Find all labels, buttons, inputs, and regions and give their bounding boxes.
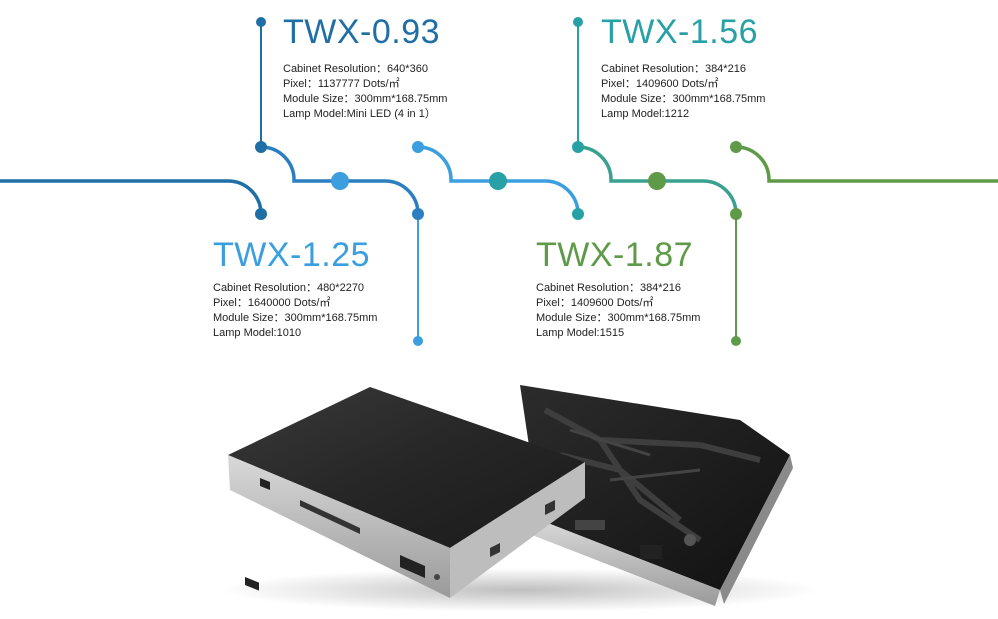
junction-node-3 xyxy=(648,172,666,190)
spec-list: Cabinet Resolution：480*2270 Pixel：164000… xyxy=(213,281,377,341)
stem-dot-187 xyxy=(730,208,742,220)
arc-end-dot-1 xyxy=(255,208,267,220)
cabinet-rear xyxy=(520,385,793,606)
main-line xyxy=(0,145,998,216)
spec-cabinet-resolution: Cabinet Resolution：480*2270 xyxy=(213,282,365,294)
arc-end-dot-2 xyxy=(412,141,424,153)
spec-pixel: Pixel：1409600 Dots/㎡ xyxy=(601,78,719,90)
model-twx-156: TWX-1.56 Cabinet Resolution：384*216 Pixe… xyxy=(601,12,765,122)
cabinet-front xyxy=(228,387,585,598)
stem-top-dot-156 xyxy=(573,17,583,27)
spec-pixel: Pixel：1409600 Dots/㎡ xyxy=(536,297,654,309)
spec-cabinet-resolution: Cabinet Resolution：384*216 xyxy=(601,63,746,75)
model-title: TWX-1.25 xyxy=(213,236,371,274)
model-title: TWX-0.93 xyxy=(283,13,441,51)
spec-list: Cabinet Resolution：384*216 Pixel：1409600… xyxy=(536,281,700,341)
spec-lamp-model: Lamp Model:1010 xyxy=(213,327,302,339)
model-twx-187: TWX-1.87 Cabinet Resolution：384*216 Pixe… xyxy=(536,235,700,341)
junction-node-1 xyxy=(331,172,349,190)
model-twx-093: TWX-0.93 Cabinet Resolution：640*360 Pixe… xyxy=(283,12,447,122)
spec-lamp-model: Lamp Model:1212 xyxy=(601,108,690,120)
stem-dot-156 xyxy=(572,141,584,153)
stem-dot-125 xyxy=(412,208,424,220)
spec-module-size: Module Size：300mm*168.75mm xyxy=(283,93,448,105)
spec-pixel: Pixel：1640000 Dots/㎡ xyxy=(213,297,331,309)
stem-bottom-dot-125 xyxy=(413,336,423,346)
spec-lamp-model: Lamp Model:1515 xyxy=(536,327,625,339)
stem-dot-093 xyxy=(255,141,267,153)
model-title: TWX-1.87 xyxy=(536,236,694,274)
spec-list: Cabinet Resolution：384*216 Pixel：1409600… xyxy=(601,62,765,122)
spec-cabinet-resolution: Cabinet Resolution：384*216 xyxy=(536,282,681,294)
spec-list: Cabinet Resolution：640*360 Pixel：1137777… xyxy=(283,62,447,122)
stem-top-dot-093 xyxy=(256,17,266,27)
arc-end-dot-4 xyxy=(730,141,742,153)
stems xyxy=(260,22,737,341)
stem-bottom-dot-187 xyxy=(731,336,741,346)
spec-module-size: Module Size：300mm*168.75mm xyxy=(536,312,701,324)
spec-module-size: Module Size：300mm*168.75mm xyxy=(213,312,378,324)
spec-module-size: Module Size：300mm*168.75mm xyxy=(601,93,766,105)
junction-node-2 xyxy=(489,172,507,190)
spec-cabinet-resolution: Cabinet Resolution：640*360 xyxy=(283,63,428,75)
spec-pixel: Pixel：1137777 Dots/㎡ xyxy=(283,78,400,90)
spec-lamp-model: Lamp Model:Mini LED (4 in 1） xyxy=(283,108,436,120)
model-twx-125: TWX-1.25 Cabinet Resolution：480*2270 Pix… xyxy=(213,235,377,341)
model-title: TWX-1.56 xyxy=(601,13,759,51)
arc-end-dot-3 xyxy=(572,208,584,220)
